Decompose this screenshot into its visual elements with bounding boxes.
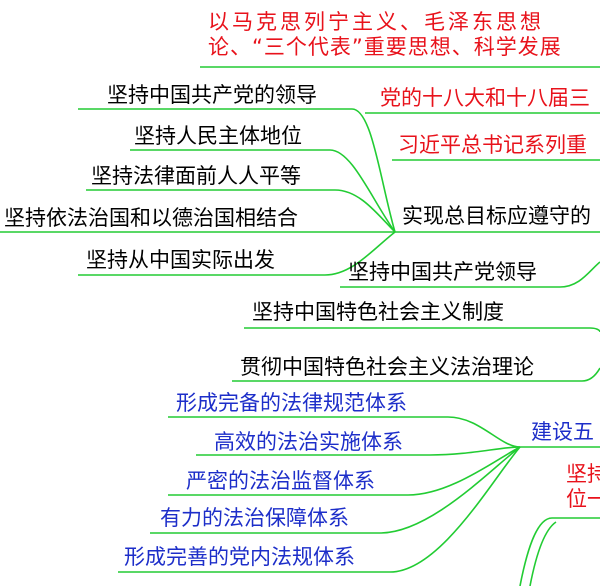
system-item-party-regulations: 形成完善的党内法规体系 — [124, 545, 355, 569]
link-left-1 — [78, 108, 396, 233]
link-sys-3 — [168, 446, 521, 496]
link-bottom — [519, 517, 600, 586]
middle-item-party-leadership: 坚持中国共产党领导 — [348, 260, 537, 284]
link-sys-1 — [168, 416, 521, 448]
link-middle-3 — [232, 367, 600, 382]
left-item-people-principal: 坚持人民主体地位 — [134, 124, 302, 148]
node-bottom-red: 坚持 位一 — [566, 462, 600, 512]
left-item-party-leadership: 坚持中国共产党的领导 — [107, 83, 317, 107]
link-sys-2 — [196, 446, 521, 456]
node-five-systems: 建设五 — [531, 420, 594, 444]
link-middle-2 — [244, 327, 600, 333]
system-item-guarantee: 有力的法治保障体系 — [160, 506, 349, 530]
link-sys-4 — [150, 446, 521, 534]
node-bottom-red-line2: 位一 — [566, 487, 600, 511]
top-title-line2: 论、“三个代表”重要思想、科学发展 — [208, 35, 562, 59]
system-item-legal-norms: 形成完备的法律规范体系 — [176, 391, 407, 415]
system-item-supervision: 严密的法治监督体系 — [186, 469, 375, 493]
left-item-law-and-virtue: 坚持依法治国和以德治国相结合 — [4, 206, 298, 230]
top-title: 以马克思列宁主义、毛泽东思想 论、“三个代表”重要思想、科学发展 — [208, 10, 600, 60]
link-sys-5 — [118, 446, 521, 573]
node-xi-speeches: 习近平总书记系列重 — [398, 133, 587, 157]
link-left-5 — [78, 231, 396, 276]
left-item-china-reality: 坚持从中国实际出发 — [86, 248, 275, 272]
node-bottom-red-line1: 坚持 — [566, 462, 600, 486]
link-left-3 — [86, 189, 396, 233]
link-bottom-2 — [529, 521, 557, 586]
node-goal-principles: 实现总目标应遵守的 — [402, 204, 591, 228]
link-middle-1 — [340, 261, 600, 288]
system-item-implementation: 高效的法治实施体系 — [214, 430, 403, 454]
middle-item-socialist-system: 坚持中国特色社会主义制度 — [252, 300, 504, 324]
node-congress: 党的十八大和十八届三 — [380, 86, 590, 110]
top-title-line1: 以马克思列宁主义、毛泽东思想 — [208, 10, 544, 34]
left-item-equality: 坚持法律面前人人平等 — [91, 164, 301, 188]
middle-item-rule-of-law-theory: 贯彻中国特色社会主义法治理论 — [240, 355, 534, 379]
link-left-2 — [130, 149, 396, 233]
